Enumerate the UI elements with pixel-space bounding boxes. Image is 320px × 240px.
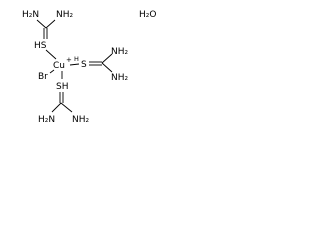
right-sulfur-h-label: H xyxy=(74,55,79,63)
bottom-thiol-label: SH xyxy=(56,82,68,92)
right-amine-top-label: NH₂ xyxy=(111,47,129,57)
top-thiol-label: HS xyxy=(34,41,47,51)
chemical-structure: H₂N NH₂ HS Cu + Br S NH₂ NH₂ H SH H₂N NH… xyxy=(22,10,156,125)
bond-top-c-n-right xyxy=(45,19,56,29)
bottom-amine-left-label: H₂N xyxy=(38,115,55,125)
bond-bottom-c-n-left xyxy=(51,102,62,113)
bottom-amine-right-label: NH₂ xyxy=(72,115,90,125)
copper-label: Cu xyxy=(53,61,65,71)
top-amine-left-label: H₂N xyxy=(22,10,39,20)
right-amine-bottom-label: NH₂ xyxy=(111,73,129,83)
bond-bottom-c-n-right xyxy=(60,102,73,113)
bond-right-c-n-top xyxy=(101,53,113,64)
right-sulfur-label: S xyxy=(81,60,87,70)
bond-top-s-cu xyxy=(45,49,57,60)
bond-top-c-n-left xyxy=(36,19,47,29)
copper-charge: + xyxy=(66,56,72,64)
bromine-label: Br xyxy=(38,72,48,82)
top-amine-right-label: NH₂ xyxy=(56,10,74,20)
water-label: H₂O xyxy=(139,10,156,20)
bond-cu-s-right xyxy=(69,63,80,66)
bond-right-c-n-bottom xyxy=(101,62,113,73)
bond-cu-br xyxy=(49,69,55,74)
